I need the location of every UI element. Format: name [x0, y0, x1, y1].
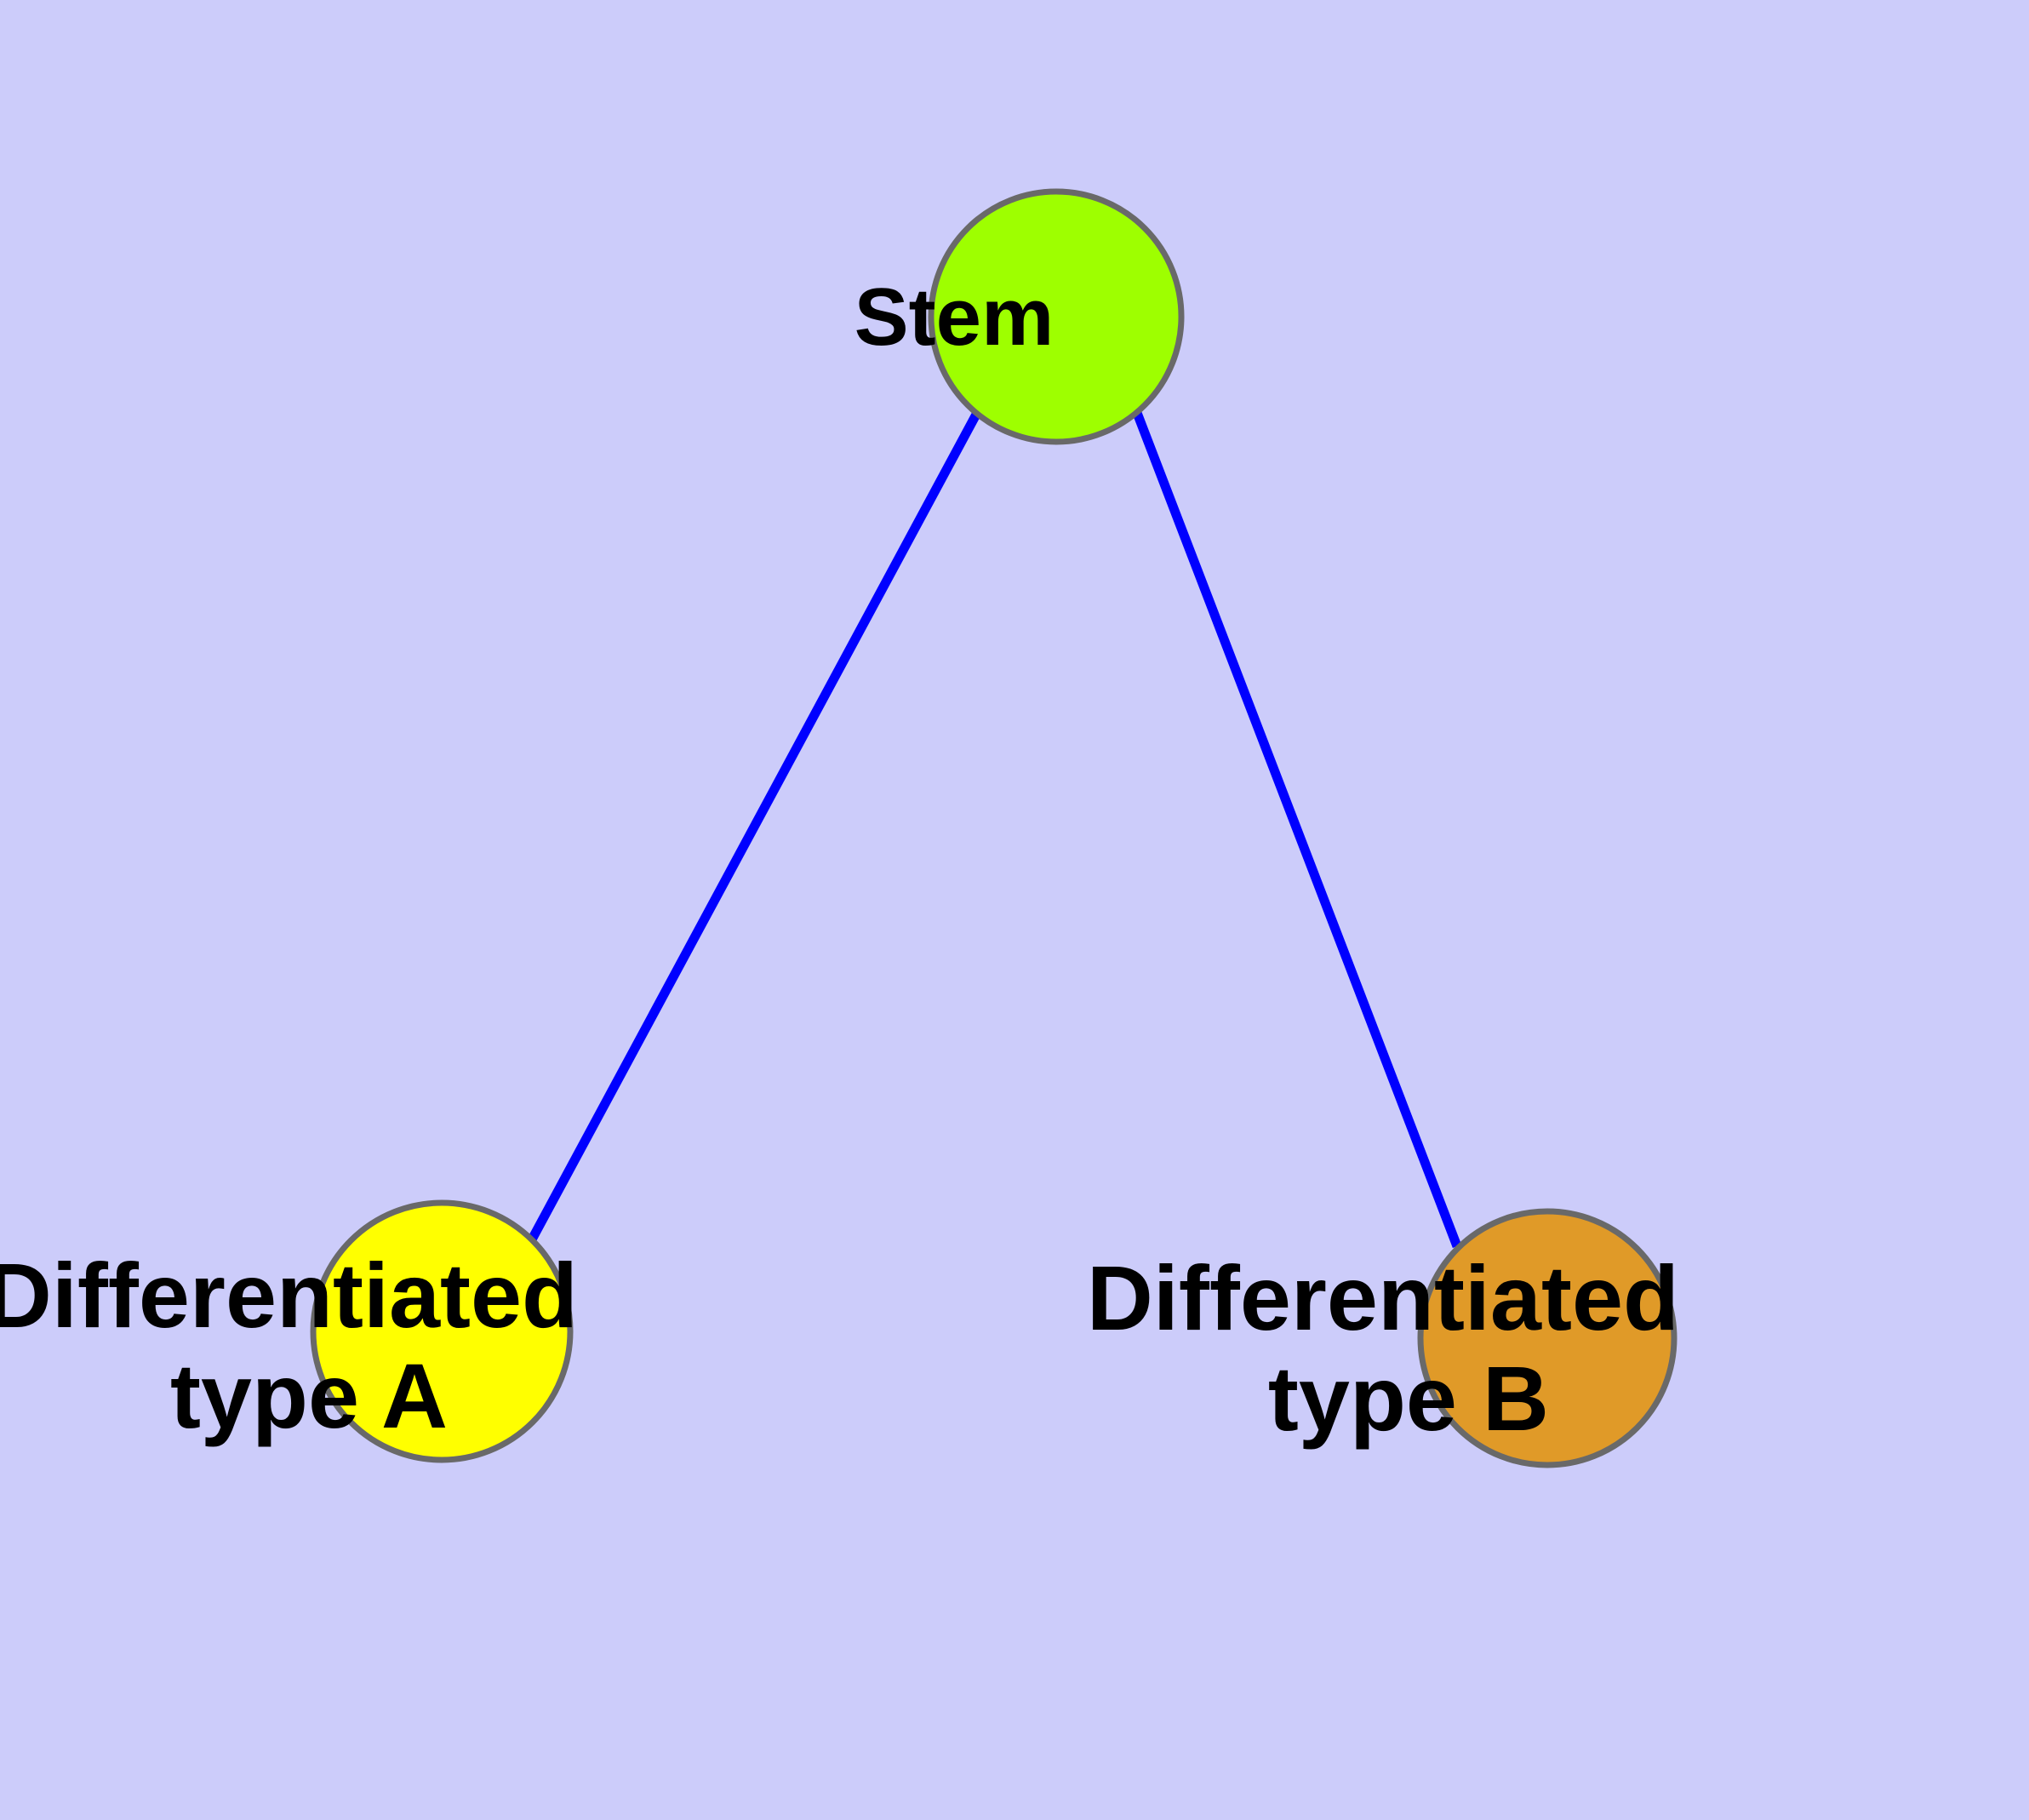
- node-stem[interactable]: Stem: [854, 188, 1259, 445]
- node-stem-label: Stem: [854, 272, 1259, 363]
- node-diff-a-label-line-2: type A: [170, 1344, 446, 1447]
- node-diff-b-label-line-2: type B: [1268, 1347, 1549, 1450]
- node-stem-circle[interactable]: [928, 188, 1185, 445]
- node-diff-b-label: Differentiated type B: [1087, 1246, 1960, 1450]
- node-diff-a[interactable]: Differentiated type A: [0, 1199, 859, 1463]
- edges-layer: [528, 410, 1462, 1248]
- node-diff-b-circle[interactable]: [1417, 1208, 1677, 1468]
- node-diff-a-label-line-1: Differentiated: [0, 1244, 578, 1347]
- edge-stem-to-diff-a[interactable]: [528, 410, 981, 1242]
- node-diff-b[interactable]: Differentiated type B: [1087, 1208, 1960, 1468]
- node-diff-a-label: Differentiated type A: [0, 1244, 859, 1447]
- edge-stem-to-diff-b[interactable]: [1132, 411, 1462, 1248]
- node-diff-a-circle[interactable]: [310, 1199, 574, 1463]
- nodes-layer: Stem Differentiated type A Differentiate…: [0, 188, 1960, 1468]
- node-stem-label-line-1: Stem: [854, 272, 1055, 363]
- node-diff-b-label-line-1: Differentiated: [1087, 1246, 1679, 1349]
